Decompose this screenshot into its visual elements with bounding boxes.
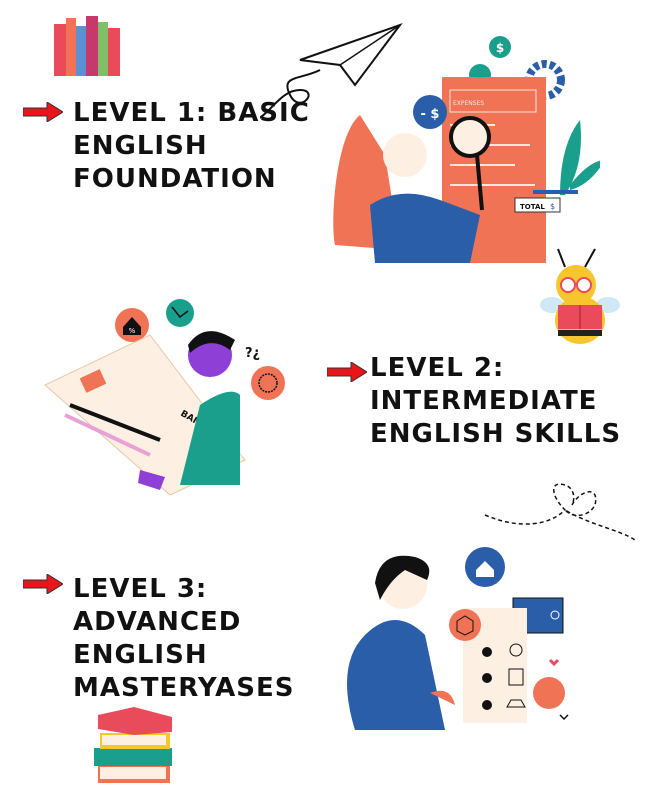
heading-line: LEVEL 1: BASIC — [73, 98, 310, 128]
level-3-heading: LEVEL 3: ADVANCED ENGLISH MASTERYASES — [73, 573, 295, 705]
expenses-label: EXPENSES — [453, 100, 484, 107]
red-arrow-icon — [327, 362, 367, 382]
question-marks: ?¿ — [245, 346, 260, 361]
dollar-coin: $ — [496, 41, 504, 55]
shopping-list-illustration — [347, 547, 569, 730]
heading-line: FOUNDATION — [73, 164, 277, 194]
minus-dollar-coin: - $ — [421, 107, 440, 122]
heading-line: INTERMEDIATE — [370, 386, 598, 416]
total-dollar: $ — [550, 202, 555, 211]
level-2-heading: LEVEL 2: INTERMEDIATE ENGLISH SKILLS — [370, 352, 621, 451]
heading-line: ENGLISH — [73, 131, 208, 161]
expenses-review-illustration: $ EXPENSES - $ TOTAL $ — [333, 36, 600, 263]
books-upright-illustration — [54, 16, 120, 76]
paper-plane-illustration — [260, 22, 403, 119]
bank-card-illustration: % BANK ?¿ — [44, 299, 285, 496]
heading-line: ENGLISH — [73, 640, 208, 670]
red-arrow-icon — [23, 574, 63, 594]
percent-sign: % — [129, 327, 136, 335]
heading-line: LEVEL 3: — [73, 574, 208, 604]
heading-line: MASTERYASES — [73, 673, 295, 703]
stacked-books-illustration — [94, 707, 172, 783]
heading-line: LEVEL 2: — [370, 353, 505, 383]
level-1-heading: LEVEL 1: BASIC ENGLISH FOUNDATION — [73, 97, 310, 196]
dotted-heart-path-decoration — [484, 483, 636, 541]
heading-line: ADVANCED — [73, 607, 242, 637]
heading-line: ENGLISH SKILLS — [370, 419, 622, 449]
reading-bee-illustration — [540, 248, 620, 344]
red-arrow-icon — [23, 102, 63, 122]
total-label: TOTAL — [520, 203, 545, 211]
